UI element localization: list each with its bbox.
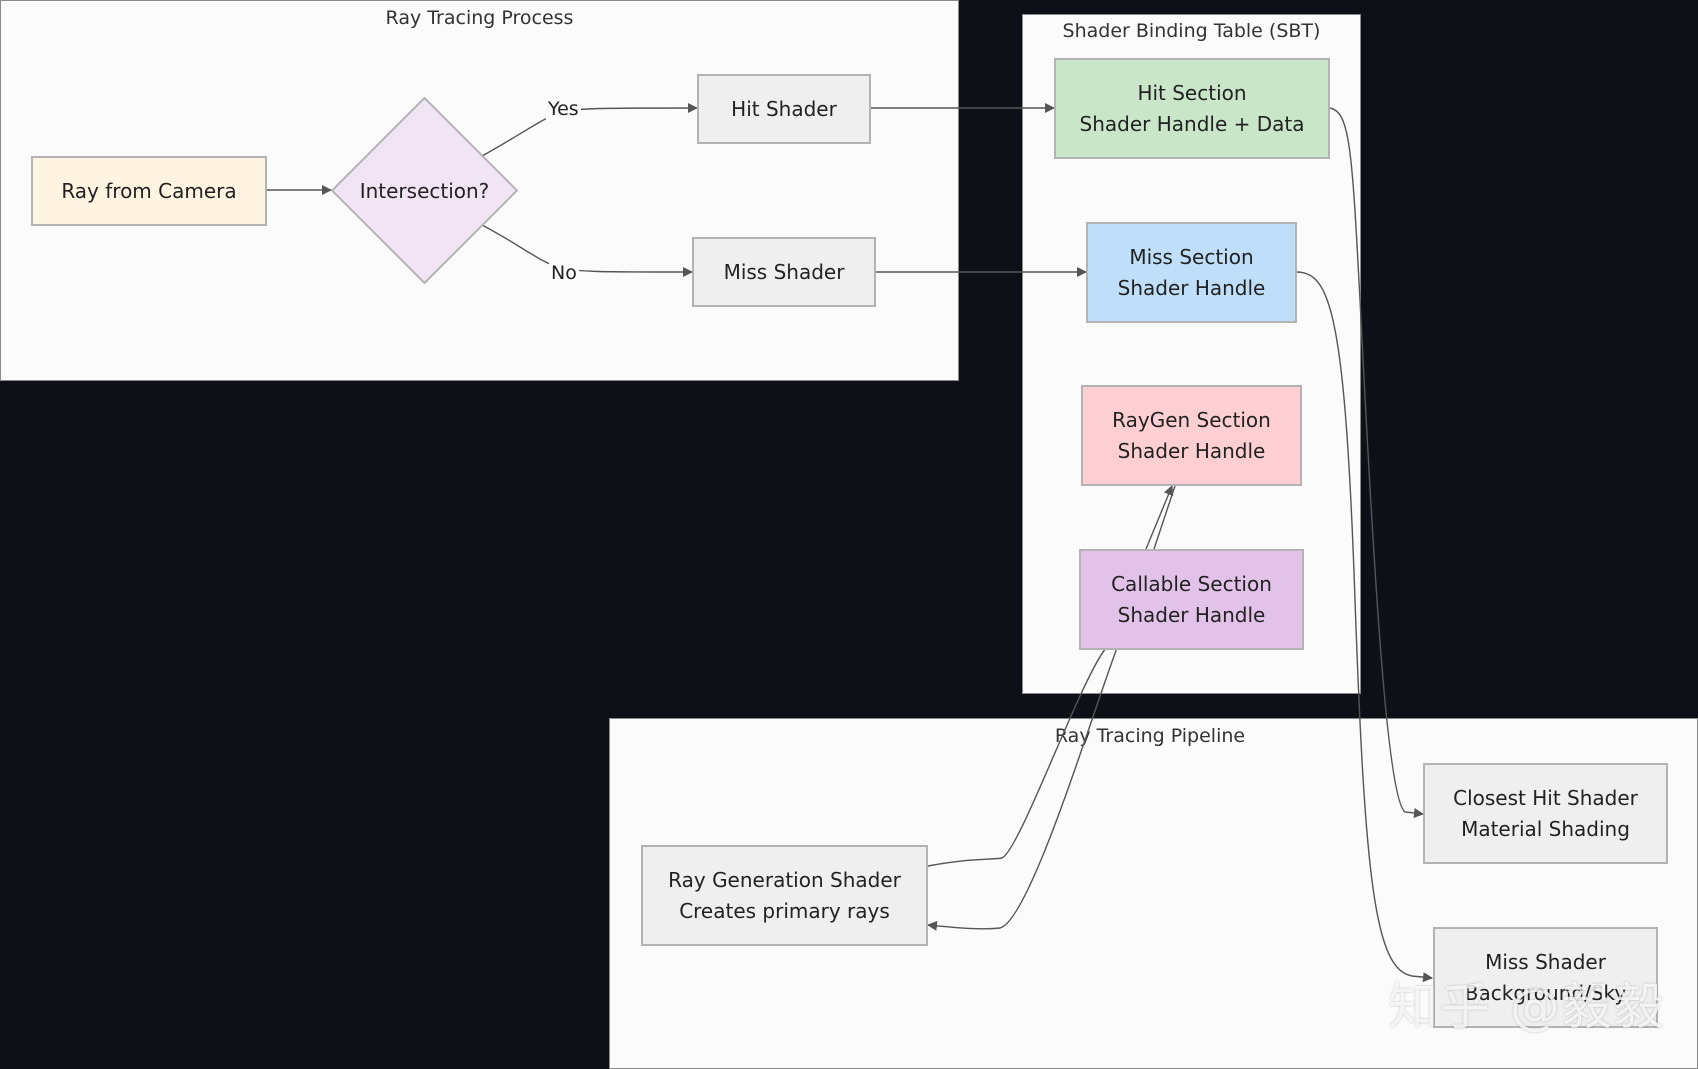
node-line2: Shader Handle	[1117, 438, 1266, 463]
node-line1: Closest Hit Shader	[1453, 785, 1638, 810]
node-line2: Background/Sky	[1464, 980, 1627, 1005]
node-miss-shader: Miss Shader	[692, 237, 876, 307]
node-hit-section: Hit Section Shader Handle + Data	[1054, 58, 1330, 159]
node-miss-section: Miss Section Shader Handle	[1086, 222, 1297, 323]
node-callable-section: Callable Section Shader Handle	[1079, 549, 1304, 650]
node-miss-shader-background: Miss Shader Background/Sky	[1433, 927, 1658, 1028]
node-line1: RayGen Section	[1112, 407, 1271, 432]
node-line1: Miss Shader	[1485, 949, 1606, 974]
node-label: Ray from Camera	[61, 178, 237, 203]
edge-label-no: No	[549, 262, 579, 284]
watermark: 知乎 @毅毅	[1388, 978, 1666, 1036]
node-ray-generation-shader: Ray Generation Shader Creates primary ra…	[641, 845, 928, 946]
node-line1: Callable Section	[1111, 571, 1272, 596]
node-line2: Material Shading	[1461, 816, 1630, 841]
node-label: Intersection?	[359, 178, 490, 203]
diamond-shape	[331, 97, 518, 284]
node-line2: Shader Handle	[1117, 275, 1266, 300]
node-line1: Ray Generation Shader	[668, 867, 901, 892]
node-label: Hit Shader	[731, 96, 837, 121]
node-line2: Shader Handle + Data	[1079, 111, 1305, 136]
cluster-title: Shader Binding Table (SBT)	[1062, 20, 1321, 42]
cluster-title: Ray Tracing Process	[385, 7, 574, 29]
edge-label-yes: Yes	[546, 98, 581, 120]
node-line1: Miss Section	[1129, 244, 1254, 269]
node-closest-hit-shader: Closest Hit Shader Material Shading	[1423, 763, 1668, 864]
node-hit-shader: Hit Shader	[697, 74, 871, 144]
cluster-title: Ray Tracing Pipeline	[1054, 725, 1246, 747]
node-line1: Hit Section	[1137, 80, 1247, 105]
node-intersection: Intersection?	[331, 97, 518, 284]
node-ray-from-camera: Ray from Camera	[31, 156, 267, 226]
node-raygen-section: RayGen Section Shader Handle	[1081, 385, 1302, 486]
node-line2: Creates primary rays	[679, 898, 890, 923]
node-label: Miss Shader	[723, 259, 845, 284]
node-line2: Shader Handle	[1117, 602, 1266, 627]
